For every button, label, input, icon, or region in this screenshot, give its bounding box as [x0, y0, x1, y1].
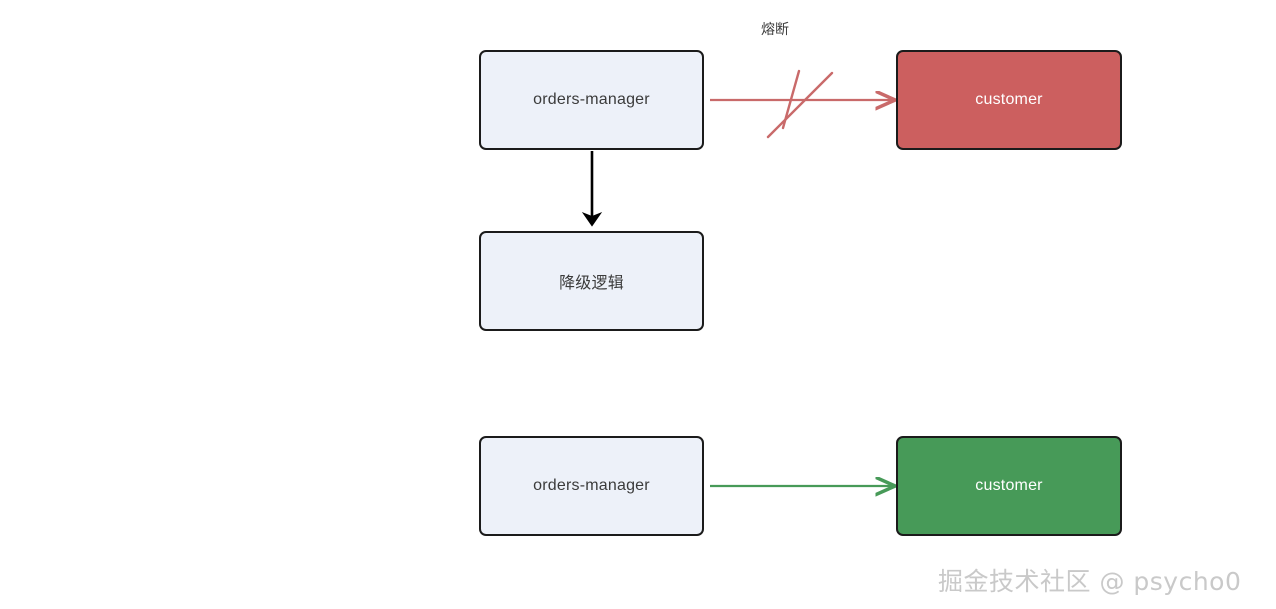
- blocked-x-icon: [766, 69, 834, 139]
- node-label: customer: [975, 477, 1043, 494]
- node-fallback-logic[interactable]: 降级逻辑: [479, 231, 704, 331]
- edge-label-circuit-breaker: 熔断: [761, 22, 789, 38]
- node-orders-manager-top[interactable]: orders-manager: [479, 50, 704, 150]
- node-label: orders-manager: [533, 477, 650, 494]
- node-customer-healthy[interactable]: customer: [896, 436, 1122, 536]
- node-orders-manager-bottom[interactable]: orders-manager: [479, 436, 704, 536]
- node-label: orders-manager: [533, 91, 650, 108]
- node-customer-unavailable[interactable]: customer: [896, 50, 1122, 150]
- node-label: 降级逻辑: [559, 273, 624, 292]
- node-label: customer: [975, 91, 1043, 108]
- watermark: 掘金技术社区 @ psycho0: [938, 567, 1242, 596]
